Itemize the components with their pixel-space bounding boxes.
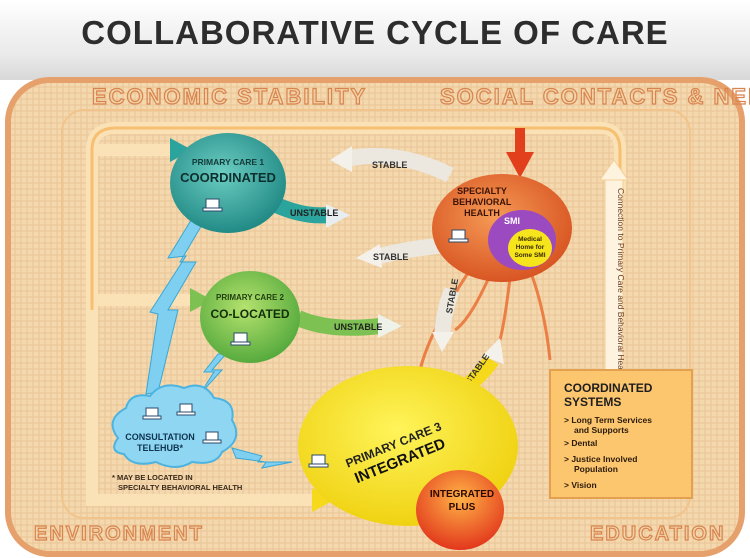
- smi-label: SMI: [504, 216, 520, 226]
- smi-sub3: Some SMI: [514, 252, 545, 259]
- arrow-stable-3: STABLE: [432, 278, 460, 352]
- pc2-line2: CO-LOCATED: [210, 307, 289, 321]
- smi-sub2: Home for: [516, 244, 545, 251]
- arrow-stable-1: STABLE: [330, 146, 454, 183]
- node-consultation-telehub: CONSULTATION TELEHUB*: [111, 384, 238, 468]
- node-integrated-plus: INTEGRATED PLUS: [416, 470, 504, 550]
- stable-label-1: STABLE: [372, 160, 407, 170]
- stable-label-2: STABLE: [373, 252, 408, 262]
- coordinated-systems-item: > Long Term Services: [564, 415, 652, 425]
- connection-arrowhead: [599, 159, 629, 181]
- arrow-head-pc1: [170, 138, 192, 162]
- lightning-bolt-small-icon: [199, 353, 228, 395]
- telehub-line1: CONSULTATION: [125, 432, 195, 442]
- connection-label: Connection to Primary Care and Behaviora…: [616, 188, 626, 379]
- unstable-label-2: UNSTABLE: [334, 322, 382, 332]
- pc2-line1: PRIMARY CARE 2: [216, 293, 285, 302]
- specialty-spokes: [418, 269, 552, 371]
- coordinated-systems-item: Population: [574, 464, 618, 474]
- coordinated-systems-item: and Supports: [574, 425, 629, 435]
- coordinated-systems-box: COORDINATED SYSTEMS > Long Term Services…: [549, 369, 693, 499]
- arrow-head-pc3: [312, 488, 334, 512]
- laptop-icon: [202, 198, 223, 212]
- arrow-unstable-2: UNSTABLE: [294, 310, 402, 338]
- label-environment: ENVIRONMENT: [34, 523, 204, 545]
- specialty-line2: BEHAVIORAL: [453, 197, 512, 207]
- label-education: EDUCATION: [590, 523, 725, 545]
- coordinated-systems-title2: SYSTEMS: [564, 395, 621, 409]
- integrated-plus-line2: PLUS: [449, 502, 476, 513]
- laptop-icon: [202, 431, 222, 444]
- node-specialty-behavioral-health: SPECIALTY BEHAVIORAL HEALTH SMI Medical …: [432, 174, 572, 282]
- arrow-head-pc2: [190, 288, 212, 312]
- telehub-line2: TELEHUB*: [137, 443, 183, 453]
- label-social-contacts: SOCIAL CONTACTS & NEIGHBORHOOD: [440, 84, 750, 109]
- arrow-head-specialty: [506, 152, 534, 178]
- laptop-icon: [230, 332, 251, 346]
- pc1-line2: COORDINATED: [180, 170, 276, 185]
- integrated-plus-line1: INTEGRATED: [430, 489, 494, 500]
- node-primary-care-1: PRIMARY CARE 1 COORDINATED: [170, 133, 286, 233]
- laptop-icon: [308, 454, 329, 468]
- page-title: COLLABORATIVE CYCLE OF CARE: [81, 14, 669, 51]
- label-economic-stability: ECONOMIC STABILITY: [92, 84, 367, 109]
- telehub-note-line1: * MAY BE LOCATED IN: [112, 473, 193, 482]
- coordinated-systems-item: > Vision: [564, 480, 597, 490]
- coordinated-systems-item: > Dental: [564, 438, 597, 448]
- smi-sub1: Medical: [518, 236, 542, 243]
- telehub-note-line2: SPECIALTY BEHAVIORAL HEALTH: [118, 483, 242, 492]
- specialty-line1: SPECIALTY: [457, 186, 507, 196]
- laptop-icon: [142, 407, 162, 420]
- coordinated-systems-item: > Justice Involved: [564, 454, 637, 464]
- laptop-icon: [448, 229, 469, 243]
- title-bar: COLLABORATIVE CYCLE OF CARE: [0, 0, 750, 80]
- pc1-line1: PRIMARY CARE 1: [192, 157, 265, 167]
- laptop-icon: [176, 403, 196, 416]
- smi-medical-home: [508, 229, 552, 267]
- unstable-label-1: UNSTABLE: [290, 208, 338, 218]
- node-primary-care-2: PRIMARY CARE 2 CO-LOCATED: [200, 271, 300, 363]
- lightning-bolt-side-icon: [231, 447, 293, 469]
- coordinated-systems-title1: COORDINATED: [564, 381, 653, 395]
- specialty-line3: HEALTH: [464, 208, 500, 218]
